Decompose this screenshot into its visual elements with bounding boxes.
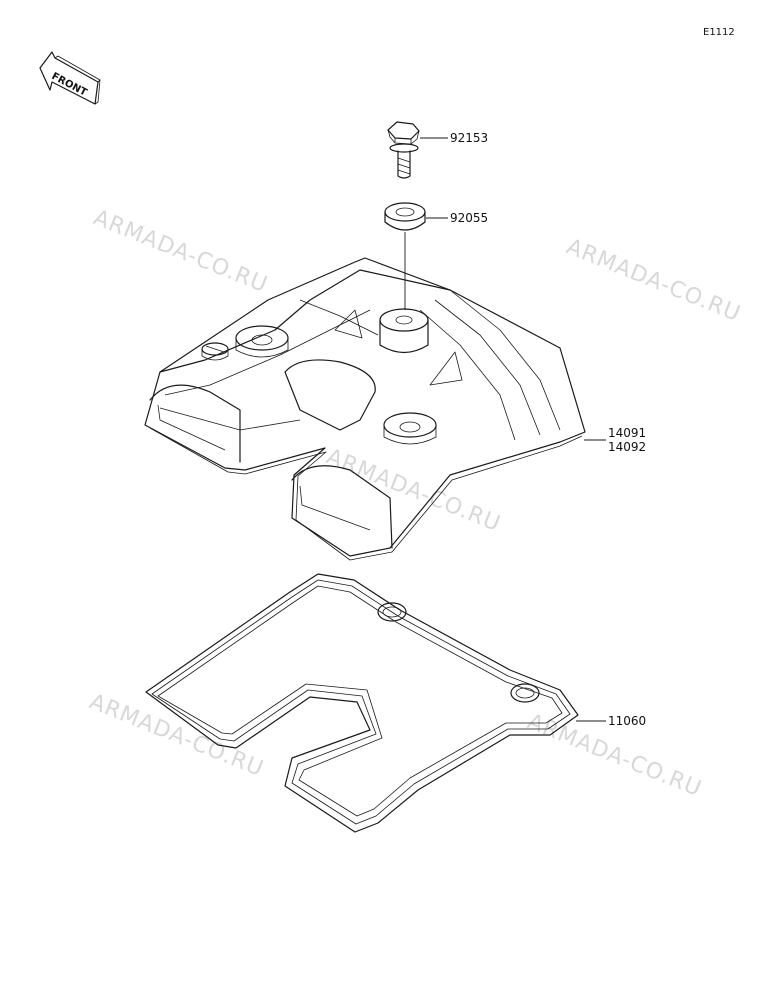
watermark-4: ARMADA-CO.RU bbox=[86, 689, 267, 782]
part-number-gasket: 11060 bbox=[608, 714, 646, 728]
watermarks: ARMADA-CO.RU ARMADA-CO.RU ARMADA-CO.RU A… bbox=[86, 205, 744, 802]
washer-part bbox=[384, 202, 426, 231]
part-number-cover-b: 14092 bbox=[608, 440, 646, 454]
watermark-1: ARMADA-CO.RU bbox=[90, 205, 271, 298]
cylinder-head-cover bbox=[144, 257, 586, 561]
front-arrow-icon: FRONT bbox=[39, 51, 101, 105]
diagram-code: E1112 bbox=[703, 27, 735, 38]
front-label: FRONT bbox=[50, 71, 89, 99]
watermark-2: ARMADA-CO.RU bbox=[563, 234, 744, 327]
gasket-part bbox=[145, 573, 579, 833]
part-number-bolt: 92153 bbox=[450, 131, 488, 145]
part-number-cover-a: 14091 bbox=[608, 426, 646, 440]
part-number-washer: 92055 bbox=[450, 211, 488, 225]
bolt-part bbox=[387, 121, 420, 179]
watermark-3: ARMADA-CO.RU bbox=[323, 444, 504, 537]
